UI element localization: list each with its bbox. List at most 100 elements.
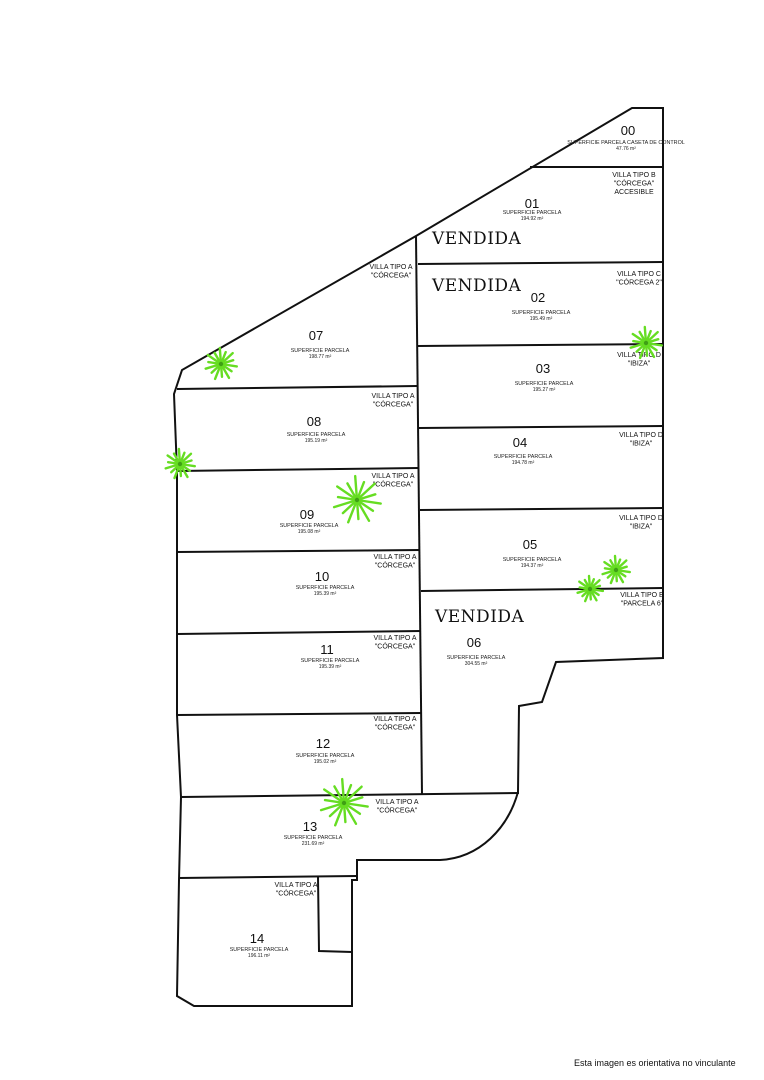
parcel-surface-label: SUPERFICIE PARCELA: [230, 947, 289, 953]
parcel-number: 03: [536, 361, 550, 376]
divider-05-06: [420, 587, 664, 592]
spine-line: [415, 235, 423, 796]
parcel-area: 195.19 m²: [305, 438, 328, 444]
parcel-area: 196.11 m²: [248, 953, 270, 959]
parcel-area: 194.37 m²: [521, 563, 544, 569]
parcel-number: 04: [513, 435, 527, 450]
parcel-surface-label: SUPERFICIE PARCELA: [301, 658, 360, 664]
parcel-surface-label: SUPERFICIE PARCELA: [287, 432, 346, 438]
palm-tree-icon: [164, 447, 197, 480]
parcel-area: 195.02 m²: [314, 759, 337, 765]
villa-type-line: VILLA TIPO A: [373, 716, 416, 723]
villa-type-line: ACCESIBLE: [614, 189, 654, 196]
villa-type-line: VILLA TIPO D: [619, 432, 663, 439]
parcel-area: 194.78 m²: [512, 460, 535, 466]
villa-type-line: "IBIZA": [630, 524, 653, 531]
divider-07-08: [176, 385, 418, 390]
parcel-number: 11: [320, 642, 334, 657]
parcel-area: 195.49 m²: [530, 316, 553, 322]
divider-01-02: [417, 261, 664, 265]
parcel-number: 05: [523, 537, 537, 552]
villa-type-line: VILLA TIPO D: [619, 515, 663, 522]
villa-type-line: "CÓRCEGA": [377, 806, 418, 815]
divider-11-12: [176, 712, 422, 716]
divider-13-14: [178, 875, 358, 879]
parcel-surface-label: SUPERFICIE PARCELA CASETA DE CONTROL: [567, 140, 685, 146]
villa-type-line: VILLA TIPO B: [612, 172, 656, 179]
parcel-surface-label: SUPERFICIE PARCELA: [291, 348, 350, 354]
parcel-surface-label: SUPERFICIE PARCELA: [494, 454, 553, 460]
parcel-area: 231.69 m²: [302, 841, 325, 847]
villa-type-line: "IBIZA": [628, 361, 651, 368]
villa-type-line: VILLA TIPO A: [371, 393, 414, 400]
parcel-number: 07: [309, 328, 323, 343]
parcel-number: 13: [303, 819, 317, 834]
parcel-surface-label: SUPERFICIE PARCELA: [280, 523, 339, 529]
parcel-number: 00: [621, 123, 635, 138]
villa-type-line: VILLA TIPO A: [371, 473, 414, 480]
divider-03-04: [418, 425, 664, 429]
parcel-surface-label: SUPERFICIE PARCELA: [503, 557, 562, 563]
villa-type-line: "CÓRCEGA": [375, 561, 416, 570]
villa-type-line: VILLA TIPO A: [369, 264, 412, 271]
divider-04-05: [419, 507, 664, 511]
villa-type-line: "CÓRCEGA": [375, 723, 416, 732]
villa-type-line: VILLA TIPO A: [373, 635, 416, 642]
villa-type-line: "CÓRCEGA": [614, 179, 655, 188]
parcel-number: 01: [525, 196, 539, 211]
parcel-area: 198.77 m²: [309, 354, 332, 360]
parcel-number: 14: [250, 931, 264, 946]
parcel-area: 195.08 m²: [298, 529, 321, 535]
villa-type-line: "CÓRCEGA": [373, 400, 414, 409]
parcel-area: 195.39 m²: [314, 591, 337, 597]
villa-type-line: "PARCELA 6": [621, 601, 664, 608]
villa-type-line: VILLA TIPO D: [617, 352, 661, 359]
palm-tree-icon: [629, 325, 663, 360]
parcel-area: 195.39 m²: [319, 664, 342, 670]
palm-tree-icon: [319, 777, 369, 827]
parcel-surface-label: SUPERFICIE PARCELA: [296, 585, 355, 591]
sold-label: VENDIDA: [431, 229, 522, 249]
palm-tree-icon: [332, 474, 382, 524]
villa-type-line: VILLA TIPO A: [274, 882, 317, 889]
divider-08-09: [176, 467, 419, 472]
parcel-number: 06: [467, 635, 481, 650]
parcel-area: 194.92 m²: [521, 216, 544, 222]
palm-tree-icon: [601, 554, 631, 585]
parcel-number: 08: [307, 414, 321, 429]
villa-type-line: "CÓRCEGA": [375, 642, 416, 651]
palm-tree-icon: [204, 346, 239, 381]
parcel-surface-label: SUPERFICIE PARCELA: [515, 381, 574, 387]
parcel-area: 304.55 m²: [465, 661, 488, 667]
villa-type-line: VILLA TIPO A: [373, 554, 416, 561]
parcel-number: 12: [316, 736, 330, 751]
villa-type-line: VILLA TIPO E: [620, 592, 664, 599]
parcel-area: 47.76 m²: [616, 146, 636, 152]
parcel-surface-label: SUPERFICIE PARCELA: [296, 753, 355, 759]
villa-type-line: "CÓRCEGA": [373, 480, 414, 489]
parcel-area: 195.27 m²: [533, 387, 556, 393]
parcel-surface-label: SUPERFICIE PARCELA: [503, 210, 562, 216]
parcel-number: 10: [315, 569, 329, 584]
divider-09-10: [176, 549, 421, 553]
parcel-surface-label: SUPERFICIE PARCELA: [447, 655, 506, 661]
divider-10-11: [176, 630, 422, 635]
sold-label: VENDIDA: [434, 607, 525, 627]
parcel-surface-label: SUPERFICIE PARCELA: [284, 835, 343, 841]
